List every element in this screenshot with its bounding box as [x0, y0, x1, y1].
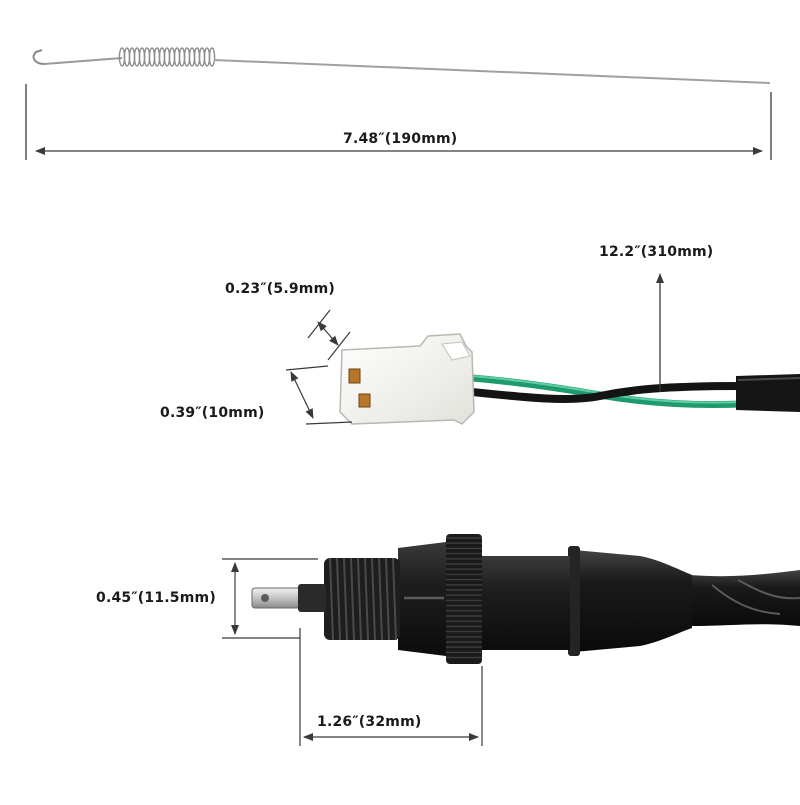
spring-rod	[32, 47, 771, 84]
thread-ridge	[371, 557, 376, 641]
thread-ridge	[350, 557, 355, 641]
switch-length-dimension	[299, 628, 483, 746]
thread-diameter-dimension	[222, 558, 318, 639]
threaded-shaft	[324, 557, 400, 641]
overall-length-dimension	[25, 84, 772, 160]
switch-cable	[690, 570, 800, 626]
thread-ridge	[336, 557, 341, 641]
rod-hook	[32, 49, 45, 65]
pin-height-extension-bottom	[305, 421, 353, 425]
connector-latch	[441, 341, 471, 361]
pin-height-extension-top	[285, 365, 329, 371]
thread-ridge	[385, 557, 390, 641]
terminal-upper	[348, 368, 361, 384]
thread-ridge	[343, 557, 348, 641]
spring-coil	[208, 47, 216, 67]
black-wire	[471, 382, 743, 403]
pin-height-dimension	[285, 365, 353, 425]
plunger-hole	[261, 594, 269, 602]
overall-length-label: 7.48″(190mm)	[343, 131, 458, 147]
rubber-boot	[574, 550, 692, 652]
thread-diameter-label: 0.45″(11.5mm)	[96, 590, 216, 606]
wire-harness	[471, 374, 800, 412]
switch-body	[478, 556, 570, 650]
thread-ridge	[357, 557, 362, 641]
tension-spring	[118, 47, 216, 67]
cable-sheath	[736, 374, 800, 412]
boot-flange	[568, 546, 580, 656]
cable-sheath-highlight	[737, 377, 800, 381]
cable-length-label: 12.2″(310mm)	[599, 244, 714, 260]
thread-ridge	[329, 557, 334, 641]
switch-cable-twist	[711, 579, 800, 615]
pin-height-label: 0.39″(10mm)	[160, 405, 265, 421]
knurled-nut	[446, 534, 482, 664]
thread-ridge	[378, 557, 383, 641]
terminal-lower	[358, 393, 371, 408]
rod-shaft-front	[43, 57, 123, 65]
plunger-pin	[251, 587, 301, 609]
pin-width-dimension	[307, 309, 351, 361]
thread-ridge	[392, 557, 397, 641]
rod-shaft	[213, 59, 771, 84]
two-pin-connector	[339, 333, 475, 425]
plunger-collar	[298, 584, 326, 612]
pin-width-extension-2	[327, 331, 351, 361]
brake-light-switch	[251, 534, 800, 664]
switch-length-label: 1.26″(32mm)	[317, 714, 422, 730]
pin-height-arrow	[290, 371, 314, 419]
pin-width-label: 0.23″(5.9mm)	[225, 281, 335, 297]
pin-width-arrow	[317, 321, 339, 346]
thread-ridge	[364, 557, 369, 641]
